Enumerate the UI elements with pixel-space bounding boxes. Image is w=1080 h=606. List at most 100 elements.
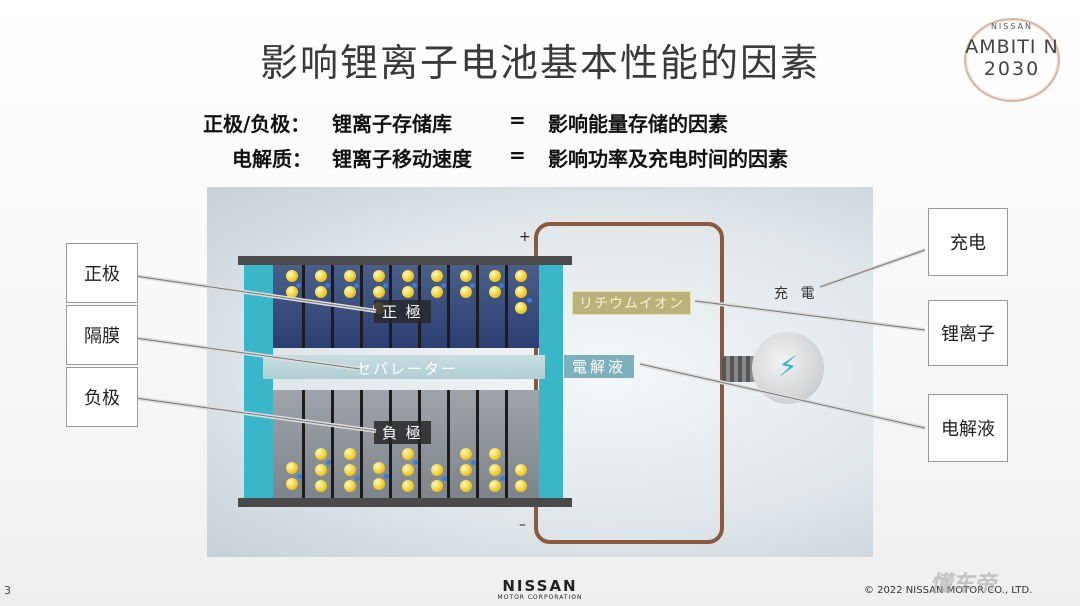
lithium-ion-icon [489, 286, 501, 298]
electron-icon [297, 474, 302, 479]
top-current-collector [238, 256, 572, 265]
lithium-ion-icon [344, 286, 356, 298]
positive-rod [447, 265, 450, 348]
footer-copyright: © 2022 NISSAN MOTOR CO., LTD. [864, 585, 1033, 596]
plus-sign: + [519, 229, 531, 245]
electron-icon [441, 283, 446, 288]
jp-negative-label: 負 極 [374, 421, 431, 444]
negative-rod [389, 390, 392, 498]
lithium-ion-icon [431, 286, 443, 298]
lithium-ion-icon [402, 464, 414, 476]
electron-icon [470, 283, 475, 288]
equation-row-1: 正极/负极： 锂离子存储库 = 影响能量存储的因素 [0, 108, 1080, 136]
eq2-left: 电解质： [232, 147, 312, 171]
lithium-ion-icon [373, 462, 385, 474]
electron-icon [354, 283, 359, 288]
lithium-ion-icon [315, 480, 327, 492]
negative-rod [476, 390, 479, 498]
lithium-ion-icon [373, 286, 385, 298]
lithium-ion-icon [286, 462, 298, 474]
lithium-ion-icon [460, 286, 472, 298]
lithium-ion-icon [489, 464, 501, 476]
callout-electrolyte: 电解液 [928, 394, 1008, 462]
negative-rod [505, 390, 508, 498]
lithium-ion-icon [460, 270, 472, 282]
lithium-ion-icon [515, 464, 527, 476]
lithium-ion-icon [431, 270, 443, 282]
lithium-ion-icon [402, 448, 414, 460]
bottom-current-collector [238, 498, 572, 507]
footer-nissan-sub: MOTOR CORPORATION [497, 594, 583, 601]
equation-row-2: 电解质： 锂离子移动速度 = 影响功率及充电时间的因素 [0, 143, 1080, 171]
logo-brand: NISSAN [990, 22, 1034, 31]
lithium-ion-icon [431, 480, 443, 492]
page-number: 3 [4, 584, 11, 597]
lithium-ion-icon [315, 448, 327, 460]
lithium-ion-icon [373, 270, 385, 282]
lithium-ion-icon [460, 464, 472, 476]
watermark: 懂车帝 [930, 572, 997, 597]
electron-icon [499, 283, 504, 288]
electron-icon [296, 283, 301, 288]
right-electrolyte [539, 265, 563, 498]
lithium-ion-icon [515, 270, 527, 282]
negative-rod [418, 390, 421, 498]
jp-positive-label: 正 極 [374, 300, 431, 323]
negative-rod [447, 390, 450, 498]
jp-electrolyte-label: 電解液 [564, 355, 635, 378]
minus-sign: – [519, 517, 526, 533]
lithium-ion-icon [489, 480, 501, 492]
logo-ring-icon [964, 18, 1060, 102]
lithium-ion-icon [344, 464, 356, 476]
lithium-ion-icon [344, 270, 356, 282]
lithium-ion-icon [460, 448, 472, 460]
lithium-ion-icon [373, 478, 385, 490]
positive-rod [331, 265, 334, 348]
eq2-equals: = [509, 143, 526, 167]
lithium-ion-icon [315, 270, 327, 282]
logo-line-2: 2030 [983, 58, 1041, 80]
eq1-right: 影响能量存储的因素 [548, 112, 728, 136]
electron-icon [412, 283, 417, 288]
jp-lithium-ion-label: リチウムイオン [572, 291, 691, 315]
electron-icon [326, 460, 331, 465]
positive-rod [505, 265, 508, 348]
electron-icon [442, 476, 447, 481]
lithium-ion-icon [315, 286, 327, 298]
electron-icon [384, 474, 389, 479]
electron-icon [413, 460, 418, 465]
lithium-ion-icon [315, 464, 327, 476]
lithium-ion-icon [286, 478, 298, 490]
negative-rod [331, 390, 334, 498]
logo-line-1: AMBITI N [965, 36, 1059, 58]
lithium-ion-icon [344, 448, 356, 460]
lithium-ion-icon [515, 480, 527, 492]
eq2-right: 影响功率及充电时间的因素 [548, 147, 788, 171]
eq2-middle: 锂离子移动速度 [332, 147, 472, 171]
lithium-ion-icon [402, 480, 414, 492]
callout-separator: 隔膜 [66, 305, 138, 365]
eq1-left: 正极/负极： [203, 112, 311, 136]
eq1-equals: = [509, 108, 526, 132]
slide-title: 影响锂离子电池基本性能的因素 [259, 41, 820, 85]
lithium-ion-icon [515, 302, 527, 314]
lithium-ion-icon [286, 270, 298, 282]
electron-icon [500, 476, 505, 481]
lithium-ion-icon [344, 480, 356, 492]
callout-negative: 负极 [66, 367, 138, 427]
lithium-ion-icon [515, 286, 527, 298]
callout-lithium-ion: 锂离子 [928, 300, 1008, 366]
callout-positive: 正极 [66, 243, 138, 303]
lithium-ion-icon [286, 286, 298, 298]
footer-nissan-logo: NISSAN [502, 577, 578, 595]
jp-charge-label: 充 電 [774, 286, 819, 302]
lithium-ion-icon [402, 270, 414, 282]
jp-separator-label: セパレーター [356, 360, 459, 378]
lithium-ion-icon [489, 448, 501, 460]
lithium-ion-icon [489, 270, 501, 282]
positive-rod [476, 265, 479, 348]
electron-icon [325, 283, 330, 288]
eq1-middle: 锂离子存储库 [332, 112, 452, 136]
electron-icon [383, 283, 388, 288]
positive-rod [360, 265, 363, 348]
